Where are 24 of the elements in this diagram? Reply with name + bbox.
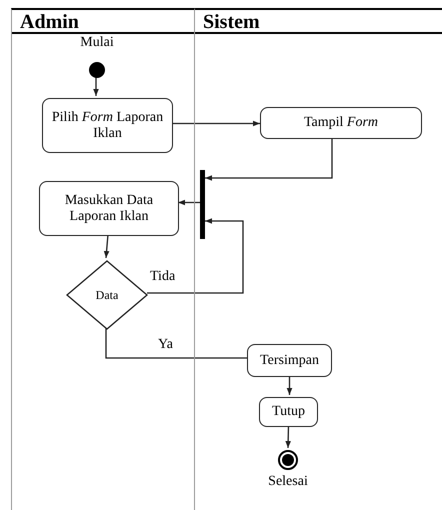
edge-label: Ya	[158, 338, 173, 352]
arrow	[205, 137, 333, 181]
lane-header: Admin	[20, 11, 79, 33]
swimlane	[11, 8, 195, 510]
start-node	[89, 62, 105, 78]
arrow	[93, 76, 99, 96]
arrow	[104, 234, 110, 258]
action-box: Pilih Form Laporan Iklan	[42, 98, 173, 153]
action-box: Tutup	[259, 397, 318, 427]
arrow	[172, 120, 260, 126]
action-box: Masukkan Data Laporan Iklan	[39, 181, 179, 236]
edge-label: Tida	[150, 270, 176, 284]
action-box: Tersimpan	[247, 344, 332, 377]
arrow	[178, 200, 200, 206]
node-caption: Selesai	[267, 475, 309, 489]
node-caption: Mulai	[79, 36, 115, 50]
end-node	[278, 450, 298, 470]
action-box: Tampil Form	[260, 107, 422, 139]
arrow	[286, 375, 292, 395]
fork-bar	[200, 170, 205, 239]
decision-diamond: Data	[66, 260, 148, 330]
arrow	[147, 218, 244, 294]
arrow	[285, 424, 291, 448]
lane-header: Sistem	[203, 11, 260, 33]
